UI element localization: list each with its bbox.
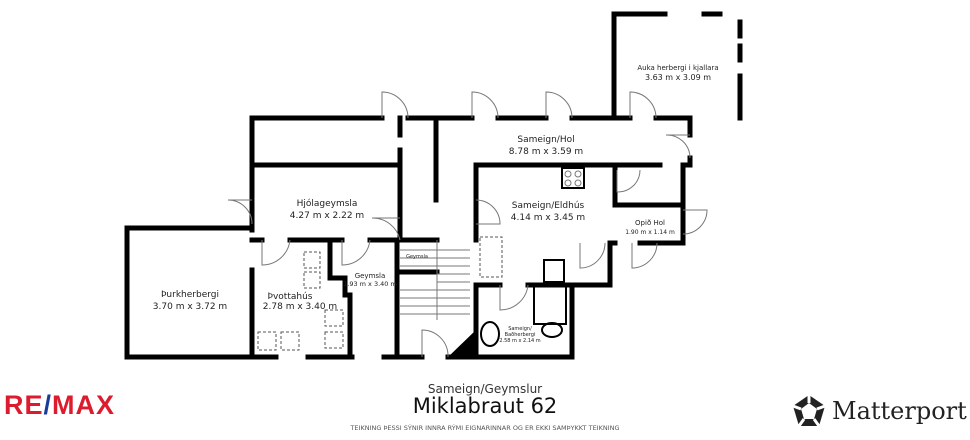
bathtub-icon bbox=[480, 321, 500, 347]
matterport-logo: Matterport bbox=[792, 394, 967, 428]
room-bath-name1: Sameign/ bbox=[508, 326, 532, 332]
remax-logo: RE/MAX bbox=[4, 390, 116, 420]
room-thvott-size: 2.78 m x 3.40 m bbox=[263, 302, 337, 312]
room-labels: Auka herbergi i kjallara 3.63 m x 3.09 m… bbox=[153, 64, 719, 344]
shower-icon bbox=[533, 285, 567, 325]
stairs bbox=[400, 240, 470, 320]
room-annex-size: 3.63 m x 3.09 m bbox=[645, 73, 711, 82]
plan-subtitle: Sameign/Geymslur bbox=[427, 382, 543, 396]
room-annex-name: Auka herbergi i kjallara bbox=[637, 64, 718, 72]
room-small-geymsla-name: Geymsla bbox=[406, 254, 428, 260]
doors bbox=[227, 91, 708, 358]
toilet-icon bbox=[541, 322, 563, 338]
floor-plan: Auka herbergi i kjallara 3.63 m x 3.09 m… bbox=[124, 11, 743, 360]
walls bbox=[124, 11, 743, 360]
room-thurk-name: Þurkherbergi bbox=[161, 290, 219, 300]
sink-icon bbox=[543, 259, 565, 283]
room-hjol-name: Hjólageymsla bbox=[297, 198, 358, 209]
room-geymsla-size: 1.93 m x 3.40 m bbox=[343, 280, 397, 288]
room-eldhus-name: Sameign/Eldhús bbox=[512, 201, 585, 211]
room-opid-size: 1.90 m x 1.14 m bbox=[625, 229, 675, 236]
disclaimer: TEIKNING ÞESSI SÝNIR INNRA RÝMI EIGNARIN… bbox=[350, 424, 620, 432]
matterport-mark-icon bbox=[792, 395, 826, 427]
matterport-wordmark: Matterport bbox=[832, 397, 967, 425]
room-hjol-size: 4.27 m x 2.22 m bbox=[290, 211, 364, 221]
room-geymsla-name: Geymsla bbox=[355, 272, 386, 280]
room-hol-name: Sameign/Hol bbox=[517, 135, 574, 145]
room-thvott-name: Þvottahús bbox=[268, 292, 313, 302]
fixtures bbox=[257, 167, 585, 351]
room-opid-name: Opið Hol bbox=[635, 219, 665, 227]
plan-title: Miklabraut 62 bbox=[412, 394, 558, 418]
stove-icon bbox=[561, 167, 585, 189]
room-hol-size: 8.78 m x 3.59 m bbox=[509, 147, 583, 157]
room-bath-name2: Baðherbergi bbox=[505, 332, 536, 338]
room-thurk-size: 3.70 m x 3.72 m bbox=[153, 302, 227, 312]
room-bath-size: 2.58 m x 2.14 m bbox=[499, 338, 540, 344]
room-eldhus-size: 4.14 m x 3.45 m bbox=[511, 213, 585, 223]
